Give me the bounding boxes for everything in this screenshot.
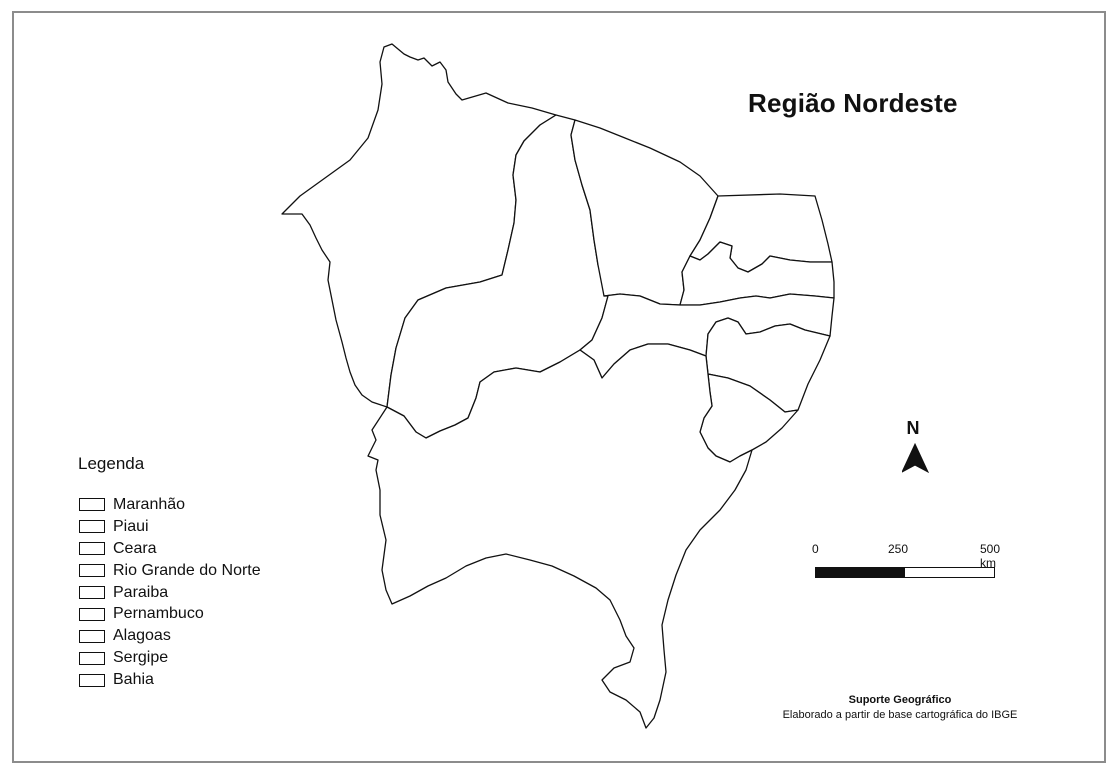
legend-label: Rio Grande do Norte bbox=[113, 561, 261, 579]
legend-label: Paraiba bbox=[113, 583, 169, 601]
legend-item-ceara: Ceara bbox=[79, 538, 261, 560]
credits-line-1: Suporte Geográfico bbox=[848, 694, 952, 706]
legend-item-maranhao: Maranhão bbox=[79, 494, 261, 516]
legend-swatch bbox=[79, 673, 105, 687]
scale-bar: 0 250 500 km bbox=[810, 542, 1010, 587]
north-arrow-icon bbox=[902, 442, 930, 474]
legend-title: Legenda bbox=[78, 454, 145, 473]
north-arrow: N bbox=[902, 418, 934, 480]
legend-swatch bbox=[79, 586, 105, 599]
legend-label: Piaui bbox=[113, 517, 149, 535]
legend-label: Maranhão bbox=[113, 495, 186, 513]
scale-tick-0: 0 bbox=[812, 542, 819, 556]
legend-swatch bbox=[79, 520, 105, 534]
legend-label: Pernambuco bbox=[113, 605, 204, 623]
map-title: Região Nordeste bbox=[748, 88, 958, 118]
north-label: N bbox=[906, 418, 920, 438]
scale-tick-500: 500 km bbox=[980, 542, 1001, 570]
legend-item-piaui: Piaui bbox=[79, 516, 261, 538]
legend-item-alagoas: Alagoas bbox=[79, 625, 261, 647]
scale-segment-light bbox=[905, 568, 994, 577]
legend-label: Sergipe bbox=[113, 649, 169, 667]
legend-swatch bbox=[79, 498, 105, 512]
legend-item-bahia: Bahia bbox=[79, 669, 261, 691]
legend: Maranhão Piaui Ceara Rio Grande do Norte… bbox=[79, 494, 261, 691]
legend-swatch bbox=[79, 564, 105, 578]
legend-item-paraiba: Paraiba bbox=[79, 582, 261, 604]
scale-segment-dark bbox=[816, 568, 905, 577]
legend-item-pernambuco: Pernambuco bbox=[79, 603, 261, 625]
legend-swatch bbox=[79, 607, 105, 621]
state-bahia[interactable] bbox=[367, 343, 753, 729]
map-credits: Suporte Geográfico Elaborado a partir de… bbox=[715, 693, 1085, 723]
legend-swatch bbox=[79, 542, 105, 556]
credits-line-2: Elaborado a partir de base cartográfica … bbox=[782, 709, 1018, 721]
legend-swatch bbox=[79, 629, 105, 643]
legend-item-rio-grande-do-norte: Rio Grande do Norte bbox=[79, 560, 261, 582]
legend-label: Alagoas bbox=[113, 627, 171, 645]
scale-bar-graphic bbox=[815, 567, 995, 578]
legend-swatch bbox=[79, 651, 105, 665]
legend-item-sergipe: Sergipe bbox=[79, 647, 261, 669]
legend-label: Ceara bbox=[113, 539, 157, 557]
scale-tick-250: 250 bbox=[888, 542, 909, 556]
legend-label: Bahia bbox=[113, 671, 154, 689]
